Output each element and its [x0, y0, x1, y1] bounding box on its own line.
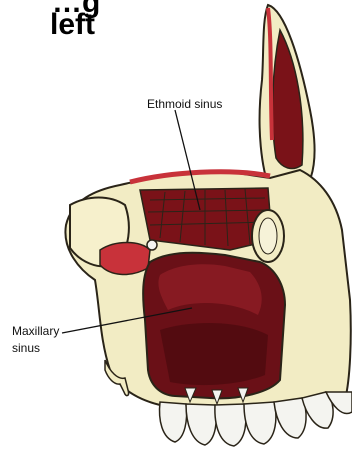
- ethmoid-sinus-label: Ethmoid sinus: [147, 97, 222, 111]
- tooth: [186, 404, 216, 445]
- tooth: [160, 402, 187, 442]
- sphenoid-detail: [147, 240, 157, 250]
- maxillary-sinus-label-line1: Maxillary: [12, 324, 59, 338]
- maxillary-shadow: [160, 323, 268, 385]
- frontal-sinus: [273, 30, 303, 169]
- tooth: [244, 402, 276, 444]
- orbit-inner: [259, 218, 277, 254]
- sphenoid-sinus: [100, 243, 150, 275]
- tooth: [274, 398, 306, 438]
- tooth: [215, 404, 246, 446]
- maxillary-sinus-label-line2: sinus: [12, 341, 40, 355]
